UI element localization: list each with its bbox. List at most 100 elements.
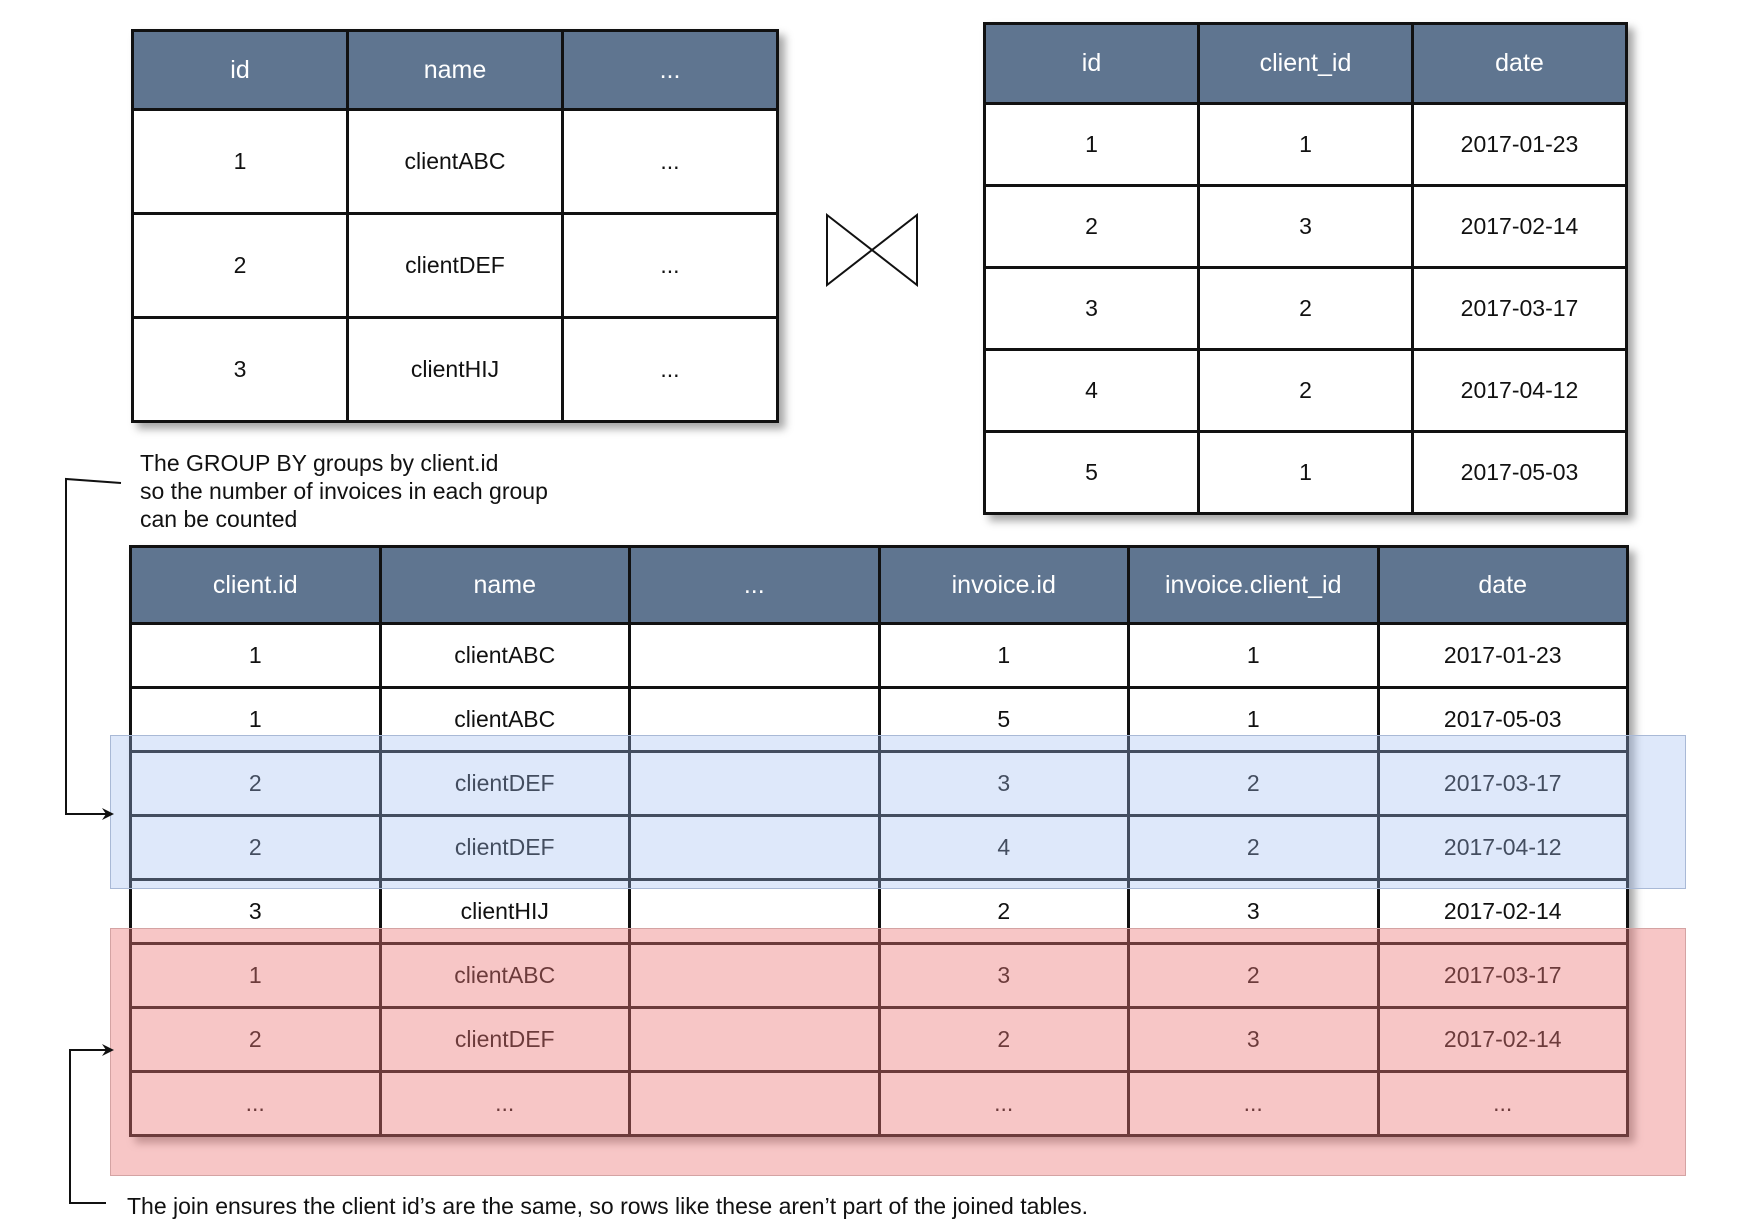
- clients-header-cell: id: [131, 29, 349, 111]
- clients-cell: clientDEF: [346, 212, 564, 319]
- joined-cell: 4: [877, 814, 1130, 881]
- joined-cell: [628, 750, 881, 817]
- joined-cell: 1: [1127, 686, 1380, 753]
- clients-cell: clientABC: [346, 108, 564, 215]
- invoices-cell: 1: [983, 102, 1200, 187]
- invoices-cell: 3: [983, 266, 1200, 351]
- clients-cell: ...: [561, 108, 779, 215]
- joined-cell: clientDEF: [378, 1006, 631, 1073]
- joined-cell: 2017-04-12: [1376, 814, 1629, 881]
- joined-header-cell: invoice.id: [877, 545, 1130, 625]
- joined-cell: clientABC: [378, 686, 631, 753]
- clients-cell: ...: [561, 212, 779, 319]
- invoices-cell: 1: [1197, 102, 1414, 187]
- clients-cell: ...: [561, 316, 779, 423]
- group-by-note: The GROUP BY groups by client.id so the …: [140, 450, 548, 532]
- joined-header-cell: name: [378, 545, 631, 625]
- joined-cell: 2017-05-03: [1376, 686, 1629, 753]
- invoices-cell: 2: [1197, 266, 1414, 351]
- joined-cell: 1: [129, 622, 382, 689]
- joined-cell: [628, 942, 881, 1009]
- joined-cell: [628, 686, 881, 753]
- invoices-header-cell: client_id: [1197, 22, 1414, 105]
- clients-cell: 1: [131, 108, 349, 215]
- invoices-cell: 5: [983, 430, 1200, 515]
- joined-header-cell: ...: [628, 545, 881, 625]
- join-note-arrow: [69, 1044, 114, 1204]
- invoices-header-cell: date: [1411, 22, 1628, 105]
- joined-header-cell: invoice.client_id: [1127, 545, 1380, 625]
- joined-cell: clientDEF: [378, 814, 631, 881]
- joined-cell: 2: [1127, 814, 1380, 881]
- clients-cell: clientHIJ: [346, 316, 564, 423]
- joined-cell: 2017-02-14: [1376, 1006, 1629, 1073]
- joined-cell: 2: [129, 814, 382, 881]
- joined-cell: 2017-03-17: [1376, 750, 1629, 817]
- joined-cell: ...: [129, 1070, 382, 1137]
- joined-cell: 1: [1127, 622, 1380, 689]
- invoices-cell: 3: [1197, 184, 1414, 269]
- joined-cell: clientABC: [378, 942, 631, 1009]
- group-note-arrow: [65, 477, 122, 820]
- joined-cell: 1: [129, 942, 382, 1009]
- joined-cell: 2017-02-14: [1376, 878, 1629, 945]
- joined-cell: 2: [1127, 750, 1380, 817]
- joined-cell: [628, 878, 881, 945]
- joined-header-cell: date: [1376, 545, 1629, 625]
- joined-cell: 2: [129, 1006, 382, 1073]
- joined-cell: 5: [877, 686, 1130, 753]
- joined-cell: 2: [877, 1006, 1130, 1073]
- invoices-cell: 2017-02-14: [1411, 184, 1628, 269]
- joined-cell: [628, 1006, 881, 1073]
- joined-cell: [628, 814, 881, 881]
- invoices-cell: 2017-04-12: [1411, 348, 1628, 433]
- clients-header-cell: ...: [561, 29, 779, 111]
- joined-cell: 3: [129, 878, 382, 945]
- joined-cell: 1: [129, 686, 382, 753]
- joined-cell: clientABC: [378, 622, 631, 689]
- invoices-header-cell: id: [983, 22, 1200, 105]
- invoices-cell: 2017-03-17: [1411, 266, 1628, 351]
- joined-cell: 3: [877, 942, 1130, 1009]
- joined-cell: 2: [129, 750, 382, 817]
- bowtie-join-icon: [826, 213, 918, 287]
- joined-cell: ...: [877, 1070, 1130, 1137]
- joined-cell: 1: [877, 622, 1130, 689]
- invoices-cell: 2017-05-03: [1411, 430, 1628, 515]
- joined-cell: 2017-03-17: [1376, 942, 1629, 1009]
- invoices-cell: 4: [983, 348, 1200, 433]
- joined-cell: [628, 1070, 881, 1137]
- clients-cell: 2: [131, 212, 349, 319]
- joined-cell: 2017-01-23: [1376, 622, 1629, 689]
- clients-header-cell: name: [346, 29, 564, 111]
- invoices-cell: 2: [983, 184, 1200, 269]
- joined-cell: 2: [877, 878, 1130, 945]
- joined-cell: 3: [877, 750, 1130, 817]
- join-note: The join ensures the client id’s are the…: [127, 1193, 1088, 1219]
- invoices-cell: 2017-01-23: [1411, 102, 1628, 187]
- joined-cell: clientDEF: [378, 750, 631, 817]
